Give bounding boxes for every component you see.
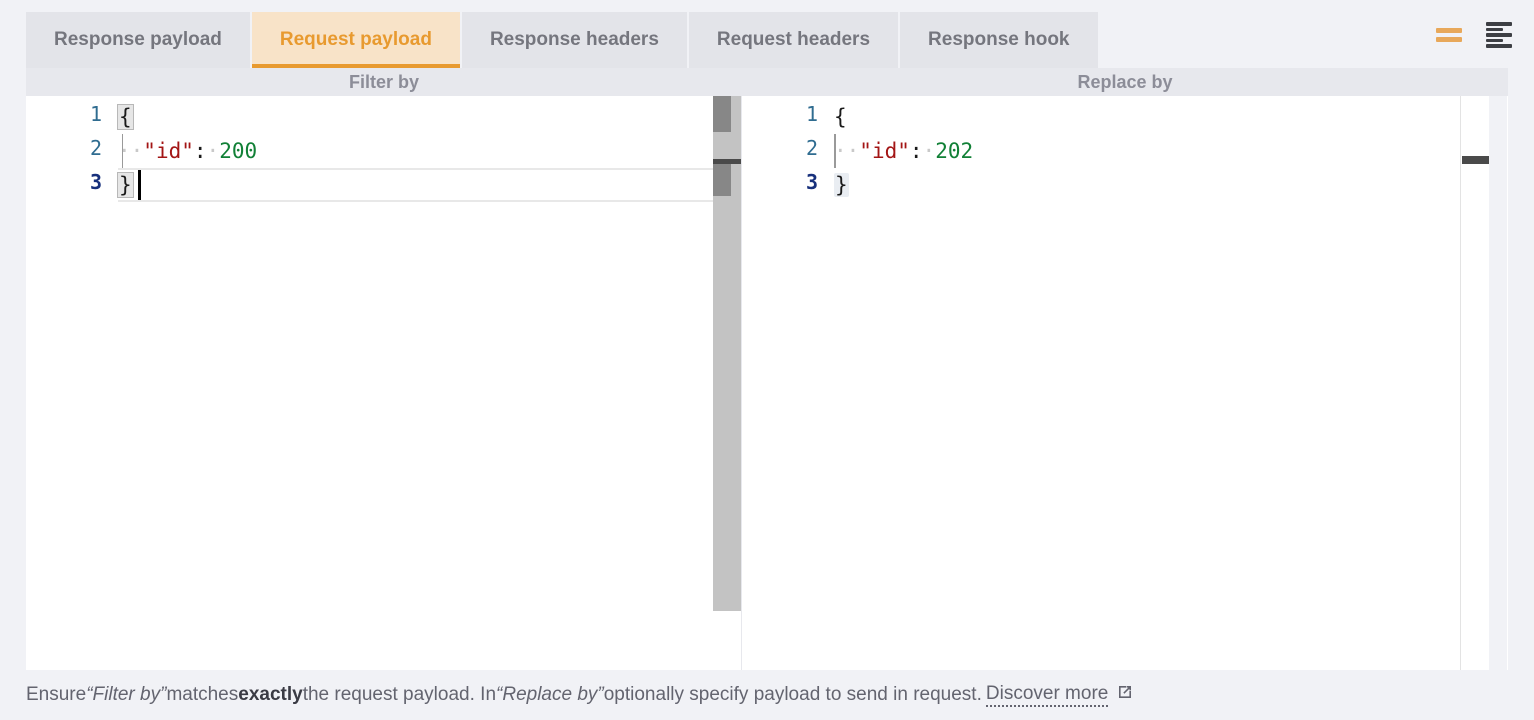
tab-label: Response payload — [54, 29, 222, 50]
format-icon-line — [1486, 44, 1512, 48]
code-line-1: { — [834, 100, 847, 134]
filter-by-title: Filter by — [348, 71, 419, 92]
external-link-icon[interactable] — [1116, 683, 1134, 707]
hint-quote-replace-by: “Replace by” — [496, 684, 604, 705]
line-number-active: 3 — [89, 170, 102, 194]
code-line-2: ··"id":·200 — [118, 134, 257, 168]
code-line-3: } — [117, 168, 134, 202]
code-line-3: } — [834, 168, 849, 202]
replace-by-header: Replace by — [742, 68, 1508, 96]
close-brace: } — [117, 172, 134, 198]
json-key: "id" — [143, 139, 194, 163]
json-value: 200 — [219, 139, 258, 163]
hint-quote-filter-by: “Filter by” — [86, 684, 167, 705]
equals-icon[interactable] — [1436, 22, 1462, 48]
text-cursor — [138, 170, 141, 200]
equals-icon-bar — [1436, 37, 1462, 42]
replace-by-title: Replace by — [1077, 71, 1173, 92]
line-number: 2 — [89, 136, 102, 160]
replace-by-code[interactable]: { ··"id":·202 } — [834, 96, 1507, 670]
tab-request-headers[interactable]: Request headers — [688, 12, 901, 68]
hint-bar: Ensure “Filter by” matches exactly the r… — [0, 670, 1534, 720]
tab-list: Response payload Request payload Respons… — [26, 12, 1098, 68]
whitespace-dot: · — [206, 139, 220, 163]
vertical-scrollbar[interactable] — [713, 96, 741, 611]
filter-by-header: Filter by — [26, 68, 742, 96]
hint-text-4: optionally specify payload to send in re… — [603, 684, 982, 705]
tab-label: Response headers — [489, 29, 659, 50]
line-number: 1 — [89, 102, 102, 126]
line-number: 2 — [805, 136, 818, 160]
overview-marker — [1462, 156, 1490, 164]
tab-response-hook[interactable]: Response hook — [900, 12, 1098, 68]
discover-more-link[interactable]: Discover more — [985, 683, 1109, 707]
whitespace-dots: ·· — [834, 139, 860, 163]
editor-right-padding — [1489, 96, 1507, 670]
filter-by-code[interactable]: { ··"id":·200 } — [117, 96, 741, 670]
code-line-2: ··"id":·202 — [834, 134, 973, 168]
filter-by-gutter: 1 2 3 — [26, 96, 118, 670]
format-icon-line — [1486, 22, 1512, 26]
hint-text-1: Ensure — [26, 684, 87, 705]
replace-by-editor[interactable]: 1 2 3 { ··"id":·202 } — [742, 96, 1507, 670]
filter-by-editor[interactable]: 1 2 3 { ··"id":·200 } — [26, 96, 742, 670]
scrollbar-thumb[interactable] — [713, 96, 731, 132]
indent-guide — [122, 134, 123, 168]
tab-bar: Response payload Request payload Respons… — [0, 0, 1534, 68]
json-key: "id" — [859, 139, 910, 163]
format-lines-icon[interactable] — [1486, 22, 1512, 48]
tab-response-payload[interactable]: Response payload — [26, 12, 252, 68]
editor-area: 1 2 3 { ··"id":·200 } — [26, 96, 1508, 670]
tab-request-payload[interactable]: Request payload — [251, 12, 462, 68]
format-icon-line — [1486, 38, 1503, 43]
open-brace: { — [834, 105, 847, 129]
json-value: 202 — [935, 139, 974, 163]
json-colon: : — [909, 139, 923, 163]
format-icon-line — [1486, 27, 1503, 32]
line-number-active: 3 — [805, 170, 818, 194]
tab-label: Request payload — [279, 29, 432, 50]
code-line-1: { — [117, 100, 134, 134]
tab-label: Request headers — [716, 29, 871, 50]
hint-text-3: the request payload. In — [302, 684, 497, 705]
scrollbar-marker — [713, 159, 741, 164]
whitespace-dot: · — [922, 139, 936, 163]
open-brace: { — [117, 104, 134, 130]
hint-bold-exactly: exactly — [238, 684, 303, 705]
indent-guide — [834, 134, 836, 168]
format-icon-line — [1486, 33, 1512, 37]
json-colon: : — [193, 139, 207, 163]
tab-response-headers[interactable]: Response headers — [461, 12, 689, 68]
equals-icon-bar — [1436, 28, 1462, 33]
overview-ruler[interactable] — [1460, 96, 1490, 670]
close-brace: } — [834, 173, 849, 197]
hint-text-2: matches — [166, 684, 239, 705]
panel-headers: Filter by Replace by — [26, 68, 1508, 96]
replace-by-gutter: 1 2 3 — [742, 96, 834, 670]
tab-label: Response hook — [928, 29, 1070, 50]
line-number: 1 — [805, 102, 818, 126]
toolbar-actions — [1436, 22, 1512, 48]
scrollbar-thumb[interactable] — [713, 164, 731, 196]
